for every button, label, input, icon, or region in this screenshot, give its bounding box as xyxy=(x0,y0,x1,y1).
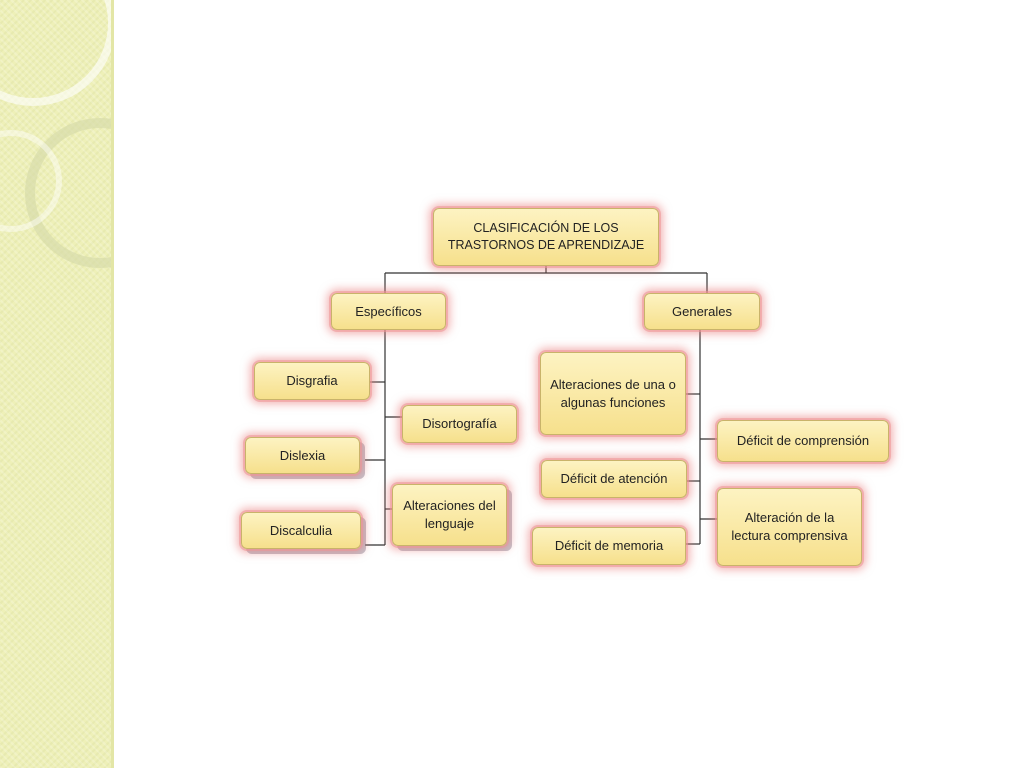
disgrafia-node: Disgrafia xyxy=(254,362,370,400)
alteraciones-funciones-label: Alteraciones de una o algunas funciones xyxy=(550,376,676,410)
alteracion-lectura-node: Alteración de la lectura comprensiva xyxy=(717,488,862,566)
alteracion-lectura-label: Alteración de la lectura comprensiva xyxy=(731,510,848,543)
deficit-memoria-node: Déficit de memoria xyxy=(532,527,686,565)
root-node: CLASIFICACIÓN DE LOS TRASTORNOS DE APREN… xyxy=(433,208,659,266)
generales-node: Generales xyxy=(644,293,760,330)
disgrafia-label: Disgrafia xyxy=(286,373,338,388)
decorative-side-band xyxy=(0,0,113,768)
alteraciones-lenguaje-label: Alteraciones del lenguaje xyxy=(403,498,496,531)
alteraciones-lenguaje-node: Alteraciones del lenguaje xyxy=(392,484,507,546)
generales-label: Generales xyxy=(672,303,732,319)
dislexia-node: Dislexia xyxy=(245,437,360,474)
deficit-comprension-node: Déficit de comprensión xyxy=(717,420,889,462)
discalculia-label: Discalculia xyxy=(269,522,333,538)
deficit-comprension-label: Déficit de comprensión xyxy=(736,433,870,448)
disortografia-node: Disortografía xyxy=(402,405,517,443)
especificos-label: Específicos xyxy=(355,303,422,319)
dislexia-label: Dislexia xyxy=(279,447,326,463)
side-band-edge xyxy=(111,0,114,768)
discalculia-node: Discalculia xyxy=(241,512,361,549)
disortografia-label: Disortografía xyxy=(422,416,497,431)
alteraciones-funciones-node: Alteraciones de una o algunas funciones xyxy=(540,352,686,435)
deficit-memoria-label: Déficit de memoria xyxy=(554,538,664,553)
deficit-atencion-node: Déficit de atención xyxy=(541,460,687,498)
deficit-atencion-label: Déficit de atención xyxy=(560,471,668,486)
especificos-node: Específicos xyxy=(331,293,446,330)
root-label: CLASIFICACIÓN DE LOS TRASTORNOS DE APREN… xyxy=(447,221,645,252)
